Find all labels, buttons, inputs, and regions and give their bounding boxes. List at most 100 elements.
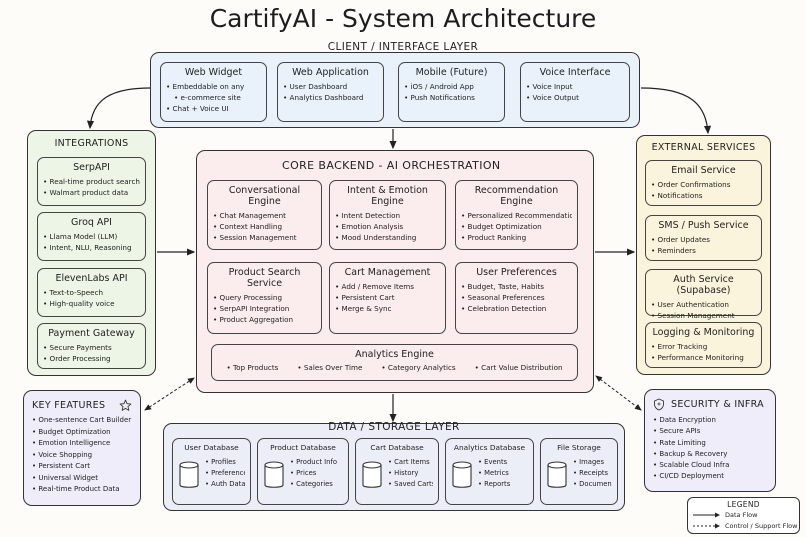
list-item: Budget Optimization <box>461 221 572 232</box>
card-title: Analytics Engine <box>355 349 434 360</box>
card-title: Logging & Monitoring <box>652 327 755 338</box>
arrow-client-to-external <box>640 87 712 135</box>
security-panel: SECURITY & INFRA • Data Encryption • Sec… <box>644 389 776 492</box>
external-card-logging[interactable]: Logging & Monitoring Error Tracking Perf… <box>645 322 762 368</box>
card-title: SerpAPI <box>73 162 110 173</box>
card-title: Cart Management <box>344 267 431 278</box>
list-item: Metrics <box>478 468 528 479</box>
security-label: SECURITY & INFRA <box>671 399 764 410</box>
card-title: Web Widget <box>184 67 243 78</box>
integration-card-groq[interactable]: Groq API Llama Model (LLM) Intent, NLU, … <box>37 212 146 261</box>
list-item: • Sales Over Time <box>297 363 363 372</box>
client-card-mobile[interactable]: Mobile (Future) iOS / Android App Push N… <box>398 62 505 122</box>
integrations-label: INTEGRATIONS <box>54 138 129 149</box>
client-card-web-widget[interactable]: Web Widget Embeddable on any e-commerce … <box>160 62 267 122</box>
list-item: Session Management <box>651 310 756 321</box>
integration-card-payment-gateway[interactable]: Payment Gateway Secure Payments Order Pr… <box>37 323 146 369</box>
list-item: Mood Understanding <box>335 232 440 243</box>
list-item: Product Info <box>290 457 343 468</box>
list-item: • Voice Shopping <box>32 450 93 459</box>
list-item: Context Handling <box>213 221 316 232</box>
card-title: Groq API <box>71 217 112 228</box>
storage-card[interactable]: Analytics DatabaseEventsMetricsReports <box>445 438 534 505</box>
card-title: Recommendation Engine <box>474 185 559 207</box>
legend-data-flow: Data Flow <box>693 511 757 519</box>
list-item: Personalized Recommendations <box>461 210 572 221</box>
list-item: • Rate Limiting <box>653 438 706 447</box>
client-layer-label: CLIENT / INTERFACE LAYER <box>327 41 479 53</box>
key-features-panel: KEY FEATURES • One-sentence Cart Builder… <box>23 390 141 506</box>
list-item: Text-to-Speech <box>43 287 140 298</box>
storage-card[interactable]: Product DatabaseProduct InfoPricesCatego… <box>257 438 349 505</box>
list-item: Cart Items <box>388 457 433 468</box>
list-item: Profiles <box>205 457 245 468</box>
list-item: • Universal Widget <box>32 473 98 482</box>
list-item: Error Tracking <box>651 341 756 352</box>
list-item: • One-sentence Cart Builder <box>32 416 132 424</box>
card-title: ElevenLabs API <box>55 273 128 284</box>
list-item: High-quality voice <box>43 298 140 309</box>
list-item: Saved Carts <box>388 479 433 490</box>
list-item: iOS / Android App <box>404 81 499 92</box>
list-item: Seasonal Preferences <box>461 292 572 303</box>
list-item: • Real-time Product Data <box>32 485 120 493</box>
list-item: Order Confirmations <box>651 179 756 190</box>
list-item: Documents <box>573 479 612 490</box>
list-item: Notifications <box>651 190 756 201</box>
core-card-intent-emotion-engine[interactable]: Intent & Emotion Engine Intent Detection… <box>329 180 446 250</box>
list-item: Embeddable on any <box>166 81 261 92</box>
list-item: User Dashboard <box>283 81 378 92</box>
card-title: File Storage <box>557 443 601 452</box>
external-card-email[interactable]: Email Service Order Confirmations Notifi… <box>645 160 762 206</box>
list-item: Voice Input <box>526 81 624 92</box>
list-item: Intent Detection <box>335 210 440 221</box>
list-item: Add / Remove Items <box>335 281 440 292</box>
list-item: Performance Monitoring <box>651 352 756 363</box>
client-card-web-application[interactable]: Web Application User Dashboard Analytics… <box>277 62 384 122</box>
client-card-voice-interface[interactable]: Voice Interface Voice Input Voice Output <box>520 62 630 122</box>
card-title: User Preferences <box>476 267 557 278</box>
list-item: • Secure APIs <box>653 427 701 436</box>
list-item: Persistent Cart <box>335 292 440 303</box>
card-title: User Database <box>184 443 239 452</box>
integration-card-serpapi[interactable]: SerpAPI Real-time product search Walmart… <box>37 157 146 206</box>
storage-card[interactable]: User DatabaseProfilesPreferencesAuth Dat… <box>172 438 251 505</box>
star-icon <box>119 399 132 411</box>
list-item: • Cart Value Distribution <box>474 363 563 372</box>
list-item: Llama Model (LLM) <box>43 231 140 242</box>
core-card-user-preferences[interactable]: User Preferences Budget, Taste, Habits S… <box>455 262 578 334</box>
list-item: Order Updates <box>651 234 756 245</box>
integration-card-elevenlabs[interactable]: ElevenLabs API Text-to-Speech High-quali… <box>37 268 146 317</box>
external-card-auth[interactable]: Auth Service (Supabase) User Authenticat… <box>645 269 762 320</box>
database-icon <box>547 461 567 488</box>
core-card-product-search-service[interactable]: Product Search Service Query Processing … <box>207 262 322 334</box>
list-item: • Data Encryption <box>653 416 716 424</box>
core-card-conversational-engine[interactable]: Conversational Engine Chat Management Co… <box>207 180 322 250</box>
arrow-features-core <box>144 377 195 411</box>
core-card-recommendation-engine[interactable]: Recommendation Engine Personalized Recom… <box>455 180 578 250</box>
storage-card[interactable]: File StorageImagesReceiptsDocuments <box>540 438 618 505</box>
card-title: Auth Service (Supabase) <box>673 274 734 296</box>
list-item: Reminders <box>651 245 756 256</box>
shield-icon <box>654 398 664 411</box>
list-item: • Budget Optimization <box>32 427 111 436</box>
database-icon <box>452 461 472 488</box>
legend: LEGEND Data Flow Control / Support Flow <box>687 497 800 534</box>
legend-control-flow: Control / Support Flow <box>693 522 797 530</box>
list-item: Analytics Dashboard <box>283 92 378 103</box>
core-card-cart-management[interactable]: Cart Management Add / Remove Items Persi… <box>329 262 446 334</box>
list-item: • Category Analytics <box>381 363 456 372</box>
list-item: Voice Output <box>526 92 624 103</box>
list-item: Session Management <box>213 232 316 243</box>
list-item: Chat + Voice UI <box>166 103 261 114</box>
external-card-sms-push[interactable]: SMS / Push Service Order Updates Reminde… <box>645 215 762 261</box>
list-item: Query Processing <box>213 292 316 303</box>
list-item: Categories <box>290 479 343 490</box>
list-item: Walmart product data <box>43 187 140 198</box>
list-item: Merge & Sync <box>335 303 440 314</box>
storage-card[interactable]: Cart DatabaseCart ItemsHistorySaved Cart… <box>355 438 439 505</box>
core-card-analytics-engine[interactable]: Analytics Engine • Top Products • Sales … <box>211 344 578 381</box>
card-title: Cart Database <box>370 443 424 452</box>
card-title: Voice Interface <box>539 67 611 78</box>
list-item: Product Aggregation <box>213 314 316 325</box>
